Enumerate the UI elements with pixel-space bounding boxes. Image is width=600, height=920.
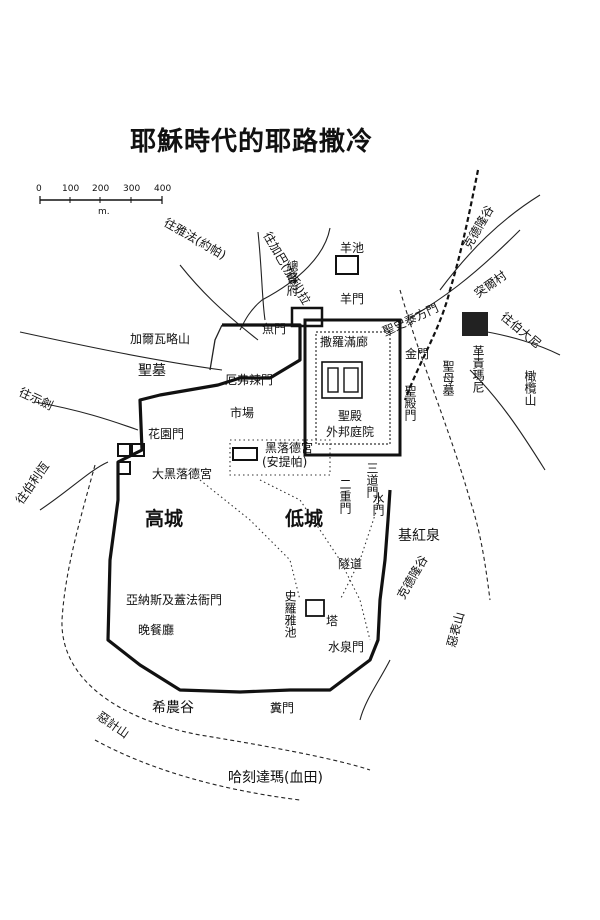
label-mary-tomb: 聖母墓	[441, 360, 455, 396]
label-hinnom: 希農谷	[152, 700, 194, 716]
label-evil-counsel: 惡計山	[94, 708, 132, 741]
label-bethphage: 突爾村	[471, 268, 509, 301]
scale-tick: 400	[154, 184, 171, 194]
label-solomon-porch: 撒羅滿廊	[320, 334, 368, 349]
third-wall	[61, 464, 371, 771]
label-gentiles-court: 外邦庭院	[326, 424, 374, 439]
label-tower: 塔	[326, 614, 338, 628]
label-siloam: 史羅雅池	[283, 590, 297, 638]
kidron-road	[403, 169, 480, 401]
scale-tick: 200	[92, 184, 109, 194]
roads	[19, 194, 561, 721]
scale-unit: m.	[98, 207, 110, 217]
label-olives: 橄欖山	[523, 369, 537, 406]
label-essenes-gate: 亞納斯及蓋法衙門	[126, 593, 222, 607]
label-last-supper: 晚餐廳	[138, 622, 174, 637]
label-to-joppa: 往雅法(約帕)	[162, 215, 230, 263]
label-gethsemane: 革責瑪尼	[471, 345, 485, 393]
label-herod-palace-small: 黑落德宮	[265, 440, 313, 455]
scale-bar: 0 100 200 300 400 m.	[36, 184, 171, 217]
label-sheep-pool: 羊池	[340, 240, 364, 255]
city-wall	[106, 323, 392, 694]
gethsemane-garden	[462, 312, 488, 336]
sheep-pool-shape	[335, 255, 359, 275]
label-to-bethany: 往伯大尼	[498, 309, 544, 351]
label-kidron: 克德隆谷	[394, 552, 431, 601]
label-tunnel: 隧道	[338, 556, 362, 571]
label-antonia: 總督府	[285, 259, 299, 296]
label-fountain-gate: 水泉門	[328, 640, 364, 654]
herod-palace-towers	[117, 443, 145, 475]
scale-tick: 0	[36, 184, 42, 194]
label-golgotha: 加爾瓦略山	[130, 331, 190, 346]
siloam-pool-shape	[305, 599, 325, 617]
label-temple-gate: 聖殿門	[403, 385, 417, 421]
label-market: 市場	[230, 405, 254, 420]
label-dung-gate: 糞門	[270, 700, 294, 715]
label-garden-gate: 花園門	[148, 426, 184, 441]
label-offence: 惡表山	[444, 610, 467, 648]
label-upper-city: 高城	[145, 507, 183, 530]
label-water-gate: 水門	[371, 492, 385, 516]
scale-tick: 100	[62, 184, 79, 194]
map-title: 耶穌時代的耶路撒冷	[130, 126, 373, 157]
herod-palace-small-shape	[232, 447, 258, 461]
label-triple-gate: 三道門	[365, 462, 379, 498]
label-holy-sepulchre: 聖墓	[138, 363, 166, 379]
label-holy-place: 聖殿	[338, 409, 362, 423]
label-to-bethlehem: 往伯利恆	[12, 459, 52, 507]
label-double-gate: 二重門	[338, 478, 352, 514]
label-lower-city: 低城	[284, 507, 323, 530]
label-fish-gate: 魚門	[262, 322, 286, 336]
map-caption: 哈刻達瑪(血田)	[228, 770, 323, 786]
label-ephraim-gate: 厄弗辣門	[225, 373, 273, 387]
label-sheep-gate: 羊門	[340, 291, 364, 306]
scale-tick: 300	[123, 184, 140, 194]
label-to-shechem: 往示劍	[17, 384, 56, 413]
label-gihon: 基紅泉	[398, 527, 440, 544]
temple-mount	[290, 306, 402, 457]
label-agrippa: (安提帕)	[262, 454, 307, 469]
label-golden-gate: 金門	[405, 346, 429, 361]
label-herod-palace: 大黑落德宮	[152, 466, 212, 481]
